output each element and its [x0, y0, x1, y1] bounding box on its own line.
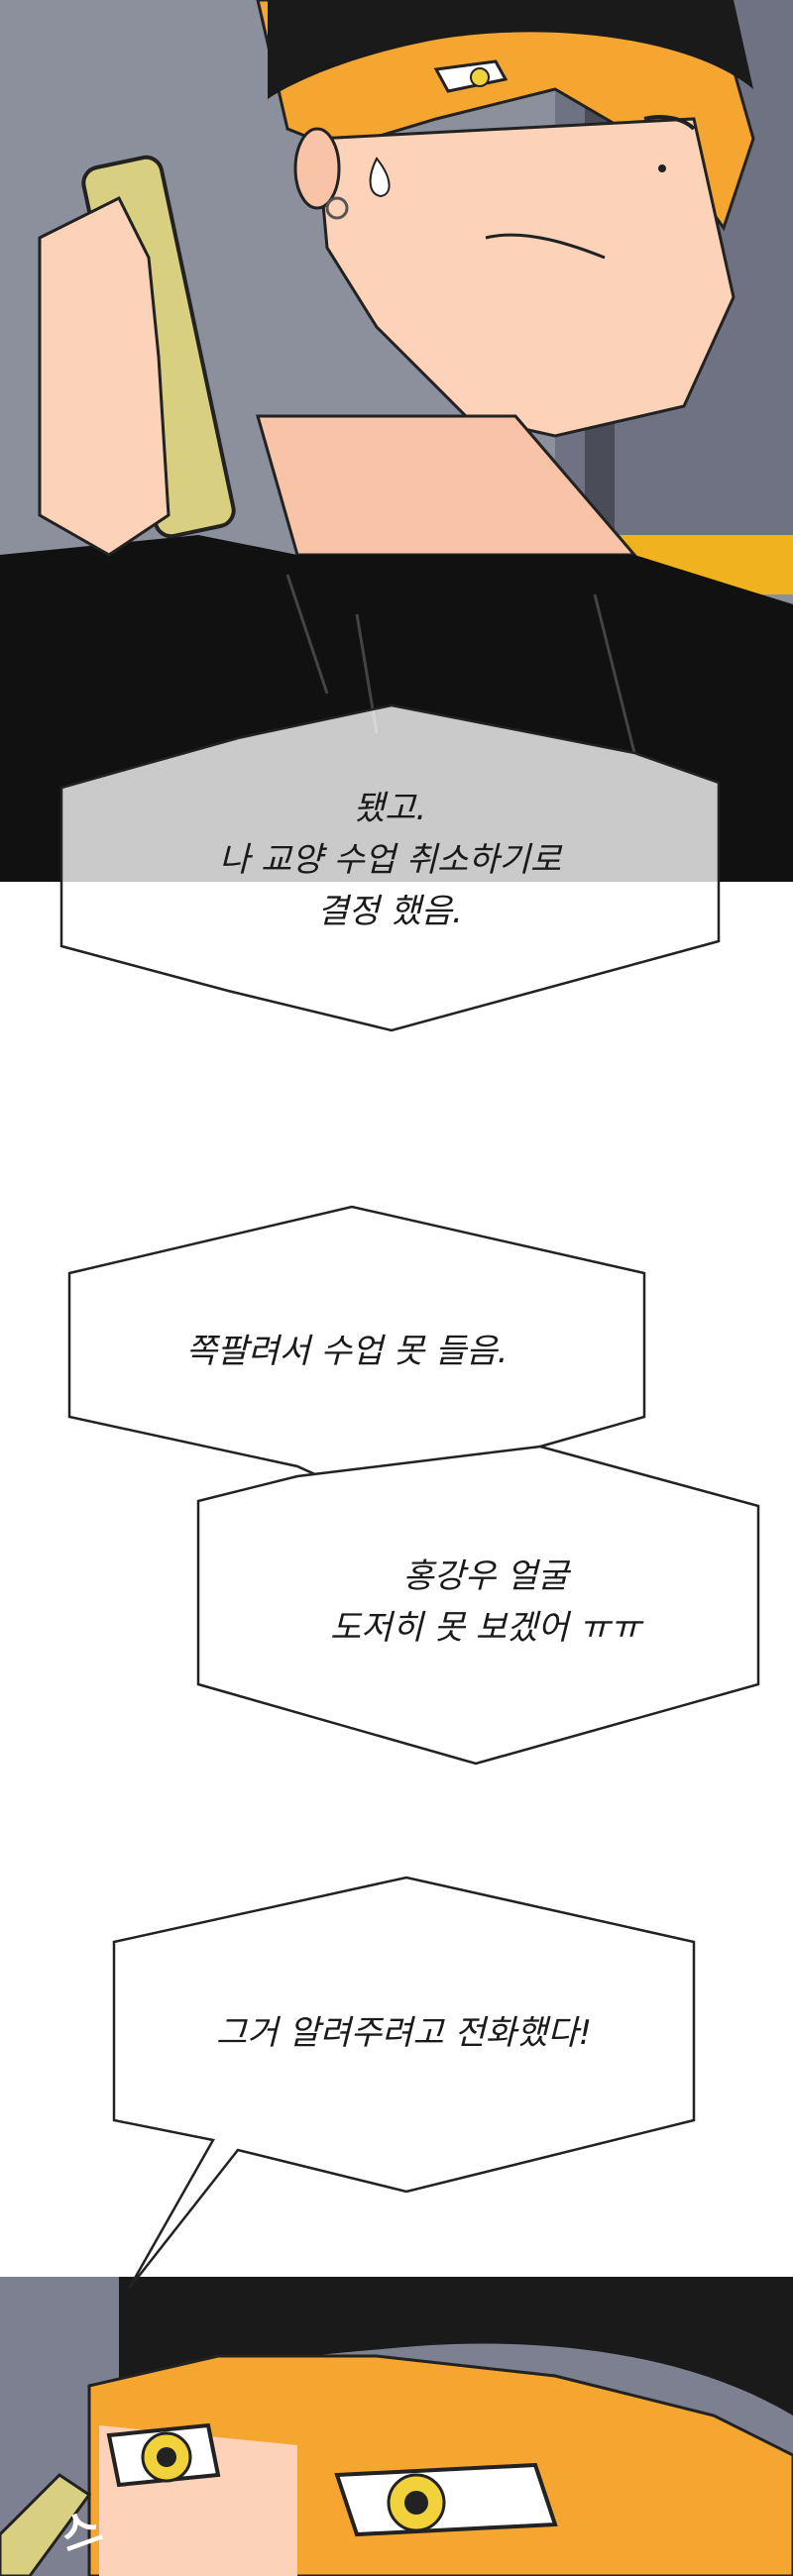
bubble-line: 홍강우 얼굴	[402, 1556, 569, 1596]
bubble-line: 결정 했음.	[317, 892, 463, 931]
character-closeup-illustration	[0, 2277, 793, 2576]
speech-bubble-4	[112, 1876, 696, 2290]
comic-panel-bottom	[0, 2277, 793, 2576]
bubble-line: 나 교양 수업 취소하기로	[218, 840, 562, 880]
bubble-line: 그거 알려주려고 전화했다!	[215, 2013, 593, 2053]
speech-bubble-4-text: 그거 알려주려고 전화했다!	[114, 2007, 694, 2059]
character-phone-illustration	[0, 0, 793, 882]
bubble-line: 도저히 못 보겠어 ㅠㅠ	[330, 1608, 641, 1648]
bubble-line: 됐고.	[353, 789, 427, 828]
speech-bubble-2-text: 쪽팔려서 수업 못 들음.	[69, 1326, 624, 1377]
comic-panel-top	[0, 0, 793, 882]
speech-bubble-3-text: 홍강우 얼굴 도저히 못 보겠어 ㅠㅠ	[238, 1551, 734, 1654]
speech-bubble-1-text: 됐고. 나 교양 수업 취소하기로 결정 했음.	[61, 783, 719, 937]
bubble-line: 쪽팔려서 수업 못 들음.	[185, 1332, 509, 1371]
